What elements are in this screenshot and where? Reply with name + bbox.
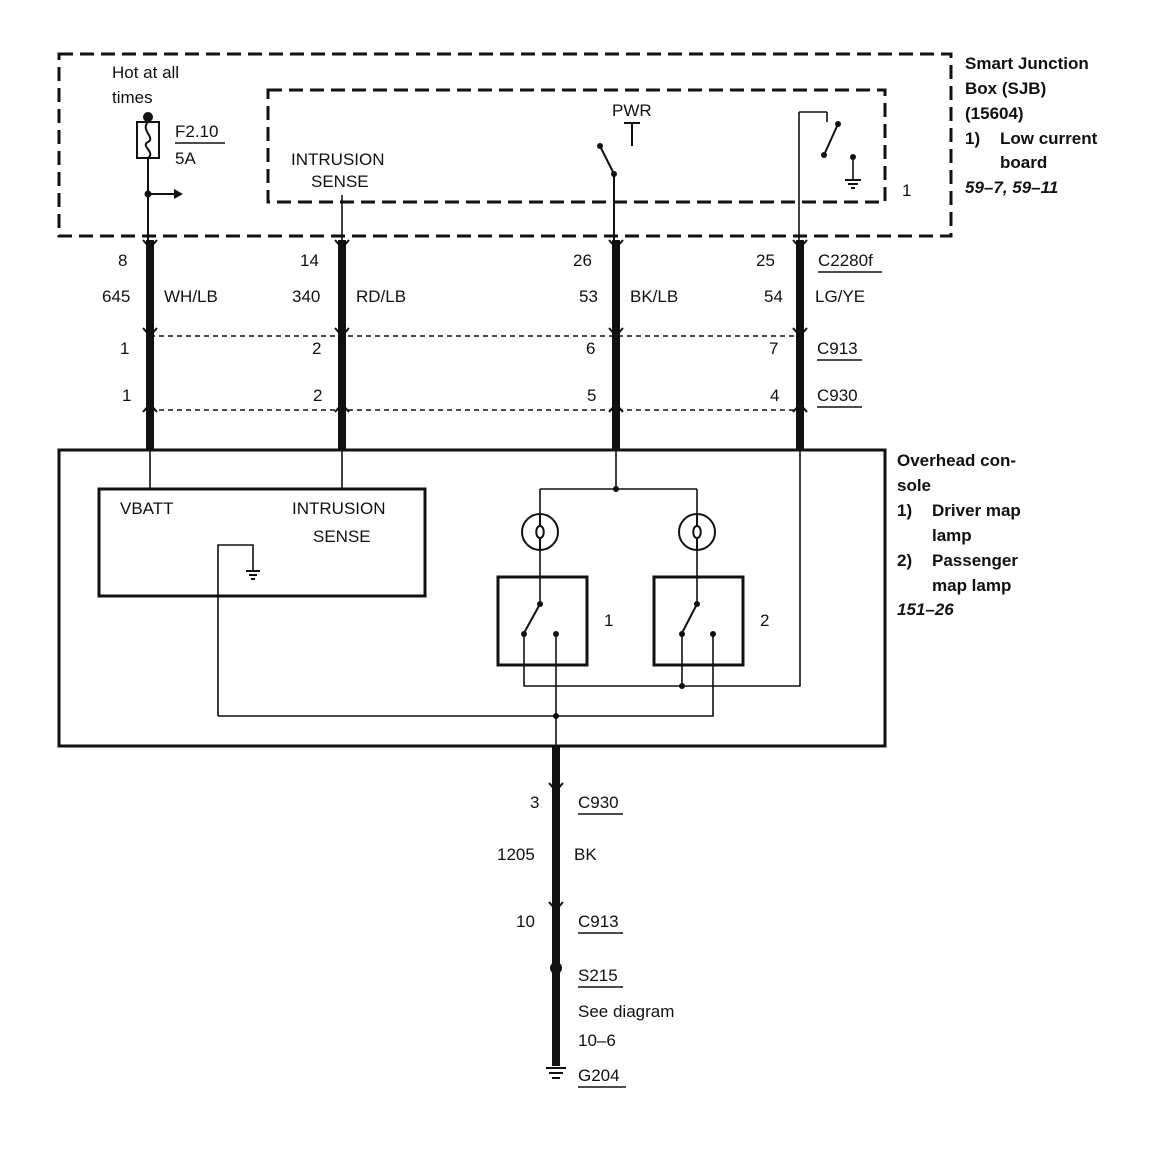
wire-color-1: WH/LB [164, 287, 218, 306]
c930-label: C930 [817, 386, 858, 405]
switch2-blade-icon [681, 603, 698, 634]
driver-map-lamp-bulb-icon [521, 513, 559, 551]
console-item1-line-1: Driver map [932, 501, 1021, 520]
splice-s215-icon [550, 962, 562, 974]
sjb-intrusion-label-2: SENSE [311, 172, 369, 191]
connector-chevrons [142, 239, 808, 413]
ground-icon [845, 179, 861, 189]
sjb-refs: 59–7, 59–11 [965, 178, 1058, 197]
console-item2-line-2: map lamp [932, 576, 1011, 595]
hot-at-all-times-label-1: Hot at all [112, 63, 179, 82]
console-intrusion-label-2: SENSE [313, 527, 371, 546]
c930-pin-3: 5 [587, 386, 596, 405]
passenger-map-lamp-switch [652, 575, 745, 667]
ground-c913-label: C913 [578, 912, 619, 931]
relay-switch-blade-icon [823, 123, 839, 156]
circuit-number-1: 645 [102, 287, 130, 306]
c913-ground-chevron [548, 901, 564, 912]
c930-pin-4: 4 [770, 386, 779, 405]
ground-icon [546, 1067, 566, 1079]
c913-pin-3: 6 [586, 339, 595, 358]
console-control-module [97, 487, 427, 598]
switch2-splice [679, 683, 685, 689]
c913-pin-1: 1 [120, 339, 129, 358]
hot-at-all-times-label-2: times [112, 88, 153, 107]
fuse-id: F2.10 [175, 122, 218, 141]
sjb-outline [57, 52, 953, 238]
vbatt-label: VBATT [120, 499, 174, 518]
sjb-item-line-1: Low current [1000, 129, 1098, 148]
ground-path: 3 C930 1205 BK 10 C913 S215 See diagram … [497, 746, 674, 1088]
ground-icon [246, 570, 260, 580]
splice-label: S215 [578, 966, 618, 985]
console-item2-line-1: Passenger [932, 551, 1018, 570]
door-switch-return-wire [523, 450, 801, 687]
ground-circuit-number: 1205 [497, 845, 535, 864]
switch1-label: 1 [604, 611, 613, 630]
c2280f-pin-4: 25 [756, 251, 775, 270]
switch1-blade-icon [523, 603, 541, 634]
sjb-module: 1 Hot at all times F2.10 5A INTRUSION SE… [57, 52, 1098, 240]
passenger-map-lamp-bulb-icon [678, 513, 716, 551]
fuse-rating: 5A [175, 149, 196, 168]
console-refs: 151–26 [897, 600, 954, 619]
console-title-1: Overhead con- [897, 451, 1016, 470]
sjb-part-number: (15604) [965, 104, 1024, 123]
c2280f-pin-2: 14 [300, 251, 319, 270]
arrow-right-icon [174, 189, 183, 199]
driver-map-lamp-switch [496, 575, 589, 667]
pwr-switch-blade-icon [599, 145, 615, 175]
sjb-item-line-2: board [1000, 153, 1047, 172]
console-item2-number: 2) [897, 551, 912, 570]
c2280f-pin-3: 26 [573, 251, 592, 270]
ground-g204-label: G204 [578, 1066, 620, 1085]
wire-color-2: RD/LB [356, 287, 406, 306]
pwr-label: PWR [612, 101, 652, 120]
console-item1-number: 1) [897, 501, 912, 520]
ground-c930-pin: 3 [530, 793, 539, 812]
see-diagram-line-1: See diagram [578, 1002, 674, 1021]
circuit-number-2: 340 [292, 287, 320, 306]
circuit-number-4: 54 [764, 287, 783, 306]
ground-c930-label: C930 [578, 793, 619, 812]
see-diagram-line-2: 10–6 [578, 1031, 616, 1050]
sjb-title-1: Smart Junction [965, 54, 1089, 73]
harness: 8 14 26 25 C2280f 645 WH/LB 340 RD/LB 53… [102, 239, 882, 450]
c930-ground-chevron [548, 782, 564, 793]
console-title-2: sole [897, 476, 931, 495]
c913-label: C913 [817, 339, 858, 358]
circuit-number-3: 53 [579, 287, 598, 306]
module-ground-wire [217, 544, 254, 716]
console-ground-bus [218, 634, 714, 717]
wire-color-4: LG/YE [815, 287, 865, 306]
sjb-inner-label: 1 [902, 181, 911, 200]
c930-pin-2: 2 [313, 386, 322, 405]
sjb-low-current-board-outline [266, 88, 887, 204]
switch2-label: 2 [760, 611, 769, 630]
relay-switch-pivot-icon [821, 152, 827, 158]
sjb-item-number: 1) [965, 129, 980, 148]
c913-pin-4: 7 [769, 339, 778, 358]
ground-c913-pin: 10 [516, 912, 535, 931]
ground-wire-color: BK [574, 845, 597, 864]
overhead-console-outline [57, 448, 887, 748]
overhead-console-module: VBATT INTRUSION SENSE [57, 448, 1021, 748]
wire-color-3: BK/LB [630, 287, 678, 306]
fuse-element-icon [144, 121, 152, 159]
c2280f-pin-1: 8 [118, 251, 127, 270]
fuse-icon [136, 121, 160, 159]
c2280f-label: C2280f [818, 251, 873, 270]
c913-pin-2: 2 [312, 339, 321, 358]
console-item1-line-2: lamp [932, 526, 972, 545]
c930-pin-1: 1 [122, 386, 131, 405]
sjb-title-2: Box (SJB) [965, 79, 1046, 98]
console-intrusion-label-1: INTRUSION [292, 499, 386, 518]
sjb-intrusion-label-1: INTRUSION [291, 150, 385, 169]
